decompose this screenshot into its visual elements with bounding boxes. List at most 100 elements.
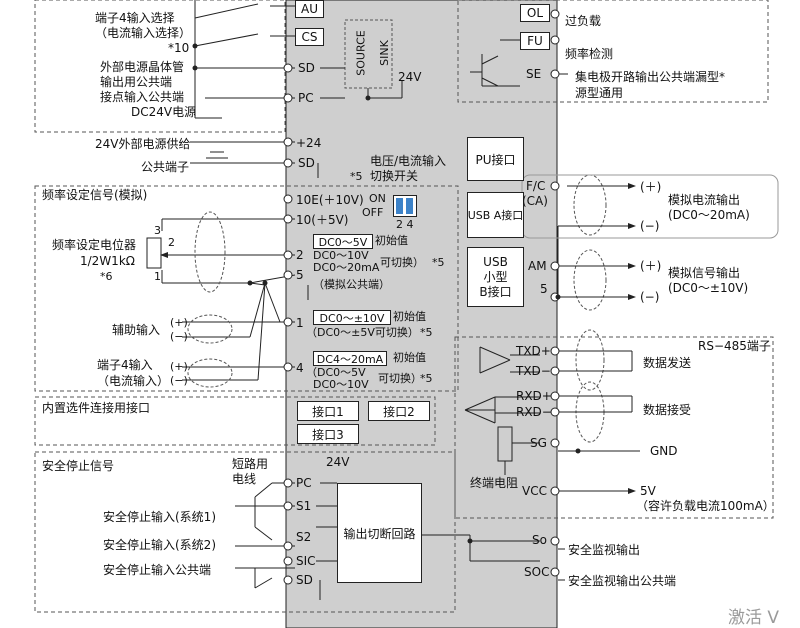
term4-input-label-1: 端子4输入 [97, 358, 153, 372]
term4-select-label: 端子4输入选择 [95, 11, 175, 25]
pu-connector[interactable]: PU接口 [467, 137, 524, 181]
terminal-sg: SG [530, 436, 547, 450]
terminal-sd-top: SD [298, 61, 315, 75]
t2-option-2: DC0～20mA [313, 261, 380, 274]
usb-a-connector[interactable]: USB A接口 [467, 192, 524, 238]
t1-default-range: DC0～±10V [313, 310, 391, 325]
terminal-rxd-minus: RXD− [516, 405, 552, 419]
terminal-pc-top: PC [298, 91, 314, 105]
option-section-title: 内置选件连接用接口 [42, 401, 151, 415]
ext-power-label-4: DC24V电源 [131, 105, 197, 119]
safety-input-common: 安全停止输入公共端 [103, 563, 212, 577]
note-10: *10 [168, 41, 190, 55]
terminal-so: So [532, 533, 547, 547]
terminal-5-left: 5 [296, 268, 304, 282]
usb-b-label-3: B接口 [479, 284, 512, 299]
data-send-label: 数据发送 [643, 356, 692, 370]
terminal-sic: SIC [296, 554, 316, 568]
pot-note: *6 [100, 270, 113, 283]
aux-plus: (+) [170, 316, 188, 329]
pot-pin-1: 1 [154, 270, 161, 283]
watermark: 激活 V [728, 608, 780, 628]
v5-label: 5V [640, 484, 656, 498]
terminal-txd-plus: TXD+ [516, 344, 551, 358]
terminal-ca: (CA) [522, 194, 548, 208]
terminal-plus24: +24 [296, 136, 322, 150]
t2-default-range: DC0～5V [313, 234, 373, 249]
t4-switchable: 可切换） [378, 372, 422, 385]
terminal-au: AU [295, 0, 324, 18]
current-out-label-2: (DC0～20mA) [668, 208, 750, 222]
connector-2: 接口2 [368, 401, 430, 421]
analog-common-label: （模拟公共端） [313, 278, 390, 291]
ext-power-label-2: 输出用公共端 [100, 75, 173, 89]
dip-on-label: ON [369, 192, 386, 205]
terminal-sd-power: SD [298, 156, 315, 170]
safety-input-1: 安全停止输入(系统1) [103, 510, 216, 524]
aux-input-label: 辅助输入 [112, 323, 161, 337]
terminal-am: AM [528, 259, 547, 273]
terminal-2: 2 [296, 248, 304, 262]
data-receive-label: 数据接受 [643, 403, 692, 417]
t4-default-range: DC4～20mA [313, 351, 387, 366]
pot-label-1: 频率设定电位器 [52, 238, 137, 252]
usb-b-label-2: 小型 [483, 269, 508, 284]
terminal-resistor-label: 终端电阻 [470, 476, 519, 490]
terminal-pc-safety: PC [296, 476, 312, 490]
current-out-plus: (＋) [640, 180, 662, 194]
current-out-minus: (−) [640, 219, 660, 233]
terminal-1: 1 [296, 316, 304, 330]
terminal-10: 10(＋5V) [296, 213, 349, 227]
terminal-4: 4 [296, 361, 304, 375]
dip-switch-2[interactable] [396, 198, 403, 214]
ext-power-label-3: 接点输入公共端 [100, 90, 185, 104]
terminal-rxd-plus: RXD+ [516, 389, 552, 403]
short-wire-label-1: 短路用 [232, 457, 269, 471]
ext-power-label-1: 外部电源晶体管 [100, 60, 185, 74]
terminal-vcc: VCC [522, 484, 547, 498]
terminal-s1: S1 [296, 499, 312, 513]
open-collector-label-1: 集电极开路输出公共端漏型* [575, 70, 726, 84]
t4-initial-label: 初始值 [393, 351, 426, 364]
t1-option: （DC0～±5V可切换） [306, 326, 419, 339]
ext24-label: 24V外部电源供给 [95, 137, 191, 151]
output-cutoff-circuit: 输出切断回路 [337, 483, 422, 583]
terminal-fc: F/C [526, 179, 546, 193]
terminal-fu: FU [520, 32, 550, 50]
aux-minus: (−) [170, 330, 188, 343]
safety-input-2: 安全停止输入(系统2) [103, 538, 216, 552]
current-select-label: （电流输入选择） [95, 26, 192, 40]
t2-initial-label: 初始值 [375, 234, 408, 247]
terminal-soc: SOC [524, 565, 550, 579]
t1-initial-label: 初始值 [393, 310, 426, 323]
switch-label-1: 电压/电流输入 [370, 154, 447, 168]
connector-1: 接口1 [297, 401, 359, 421]
dip-switch-numbers: 2 4 [396, 218, 414, 231]
pot-pin-2: 2 [168, 236, 175, 249]
freq-section-title: 频率设定信号(模拟) [42, 188, 148, 202]
terminal-txd-minus: TXD− [516, 364, 551, 378]
connector-3: 接口3 [297, 424, 359, 444]
safety-monitor-common-label: 安全监视输出公共端 [568, 574, 677, 588]
t2-note: *5 [432, 256, 445, 269]
vcc-note: （容许负载电流100mA） [636, 499, 775, 513]
pot-pin-3: 3 [154, 224, 161, 237]
switch-note5: *5 [350, 170, 363, 183]
usb-mini-b-connector[interactable]: USB 小型 B接口 [467, 247, 524, 307]
current-out-label-1: 模拟电流输出 [668, 193, 741, 207]
sink-label: SINK [377, 40, 391, 66]
term4-input-label-2: （电流输入） [97, 374, 170, 388]
dip-switch-4[interactable] [406, 198, 413, 214]
signal-out-plus: (＋) [640, 259, 662, 273]
dip-switch[interactable] [393, 195, 417, 217]
t4-option-1: （DC0～5V [306, 366, 366, 379]
signal-out-minus: (−) [640, 290, 660, 304]
overload-label: 过负载 [565, 14, 602, 28]
pot-label-2: 1/2W1kΩ [80, 254, 135, 268]
freq-detect-label: 频率检测 [565, 47, 614, 61]
terminal-ol: OL [520, 4, 550, 22]
switch-label-2: 切换开关 [370, 169, 419, 183]
signal-out-label-2: (DC0～±10V) [668, 281, 749, 295]
common-terminal-label: 公共端子 [141, 160, 190, 174]
t4-option-2: DC0～10V [313, 378, 369, 391]
